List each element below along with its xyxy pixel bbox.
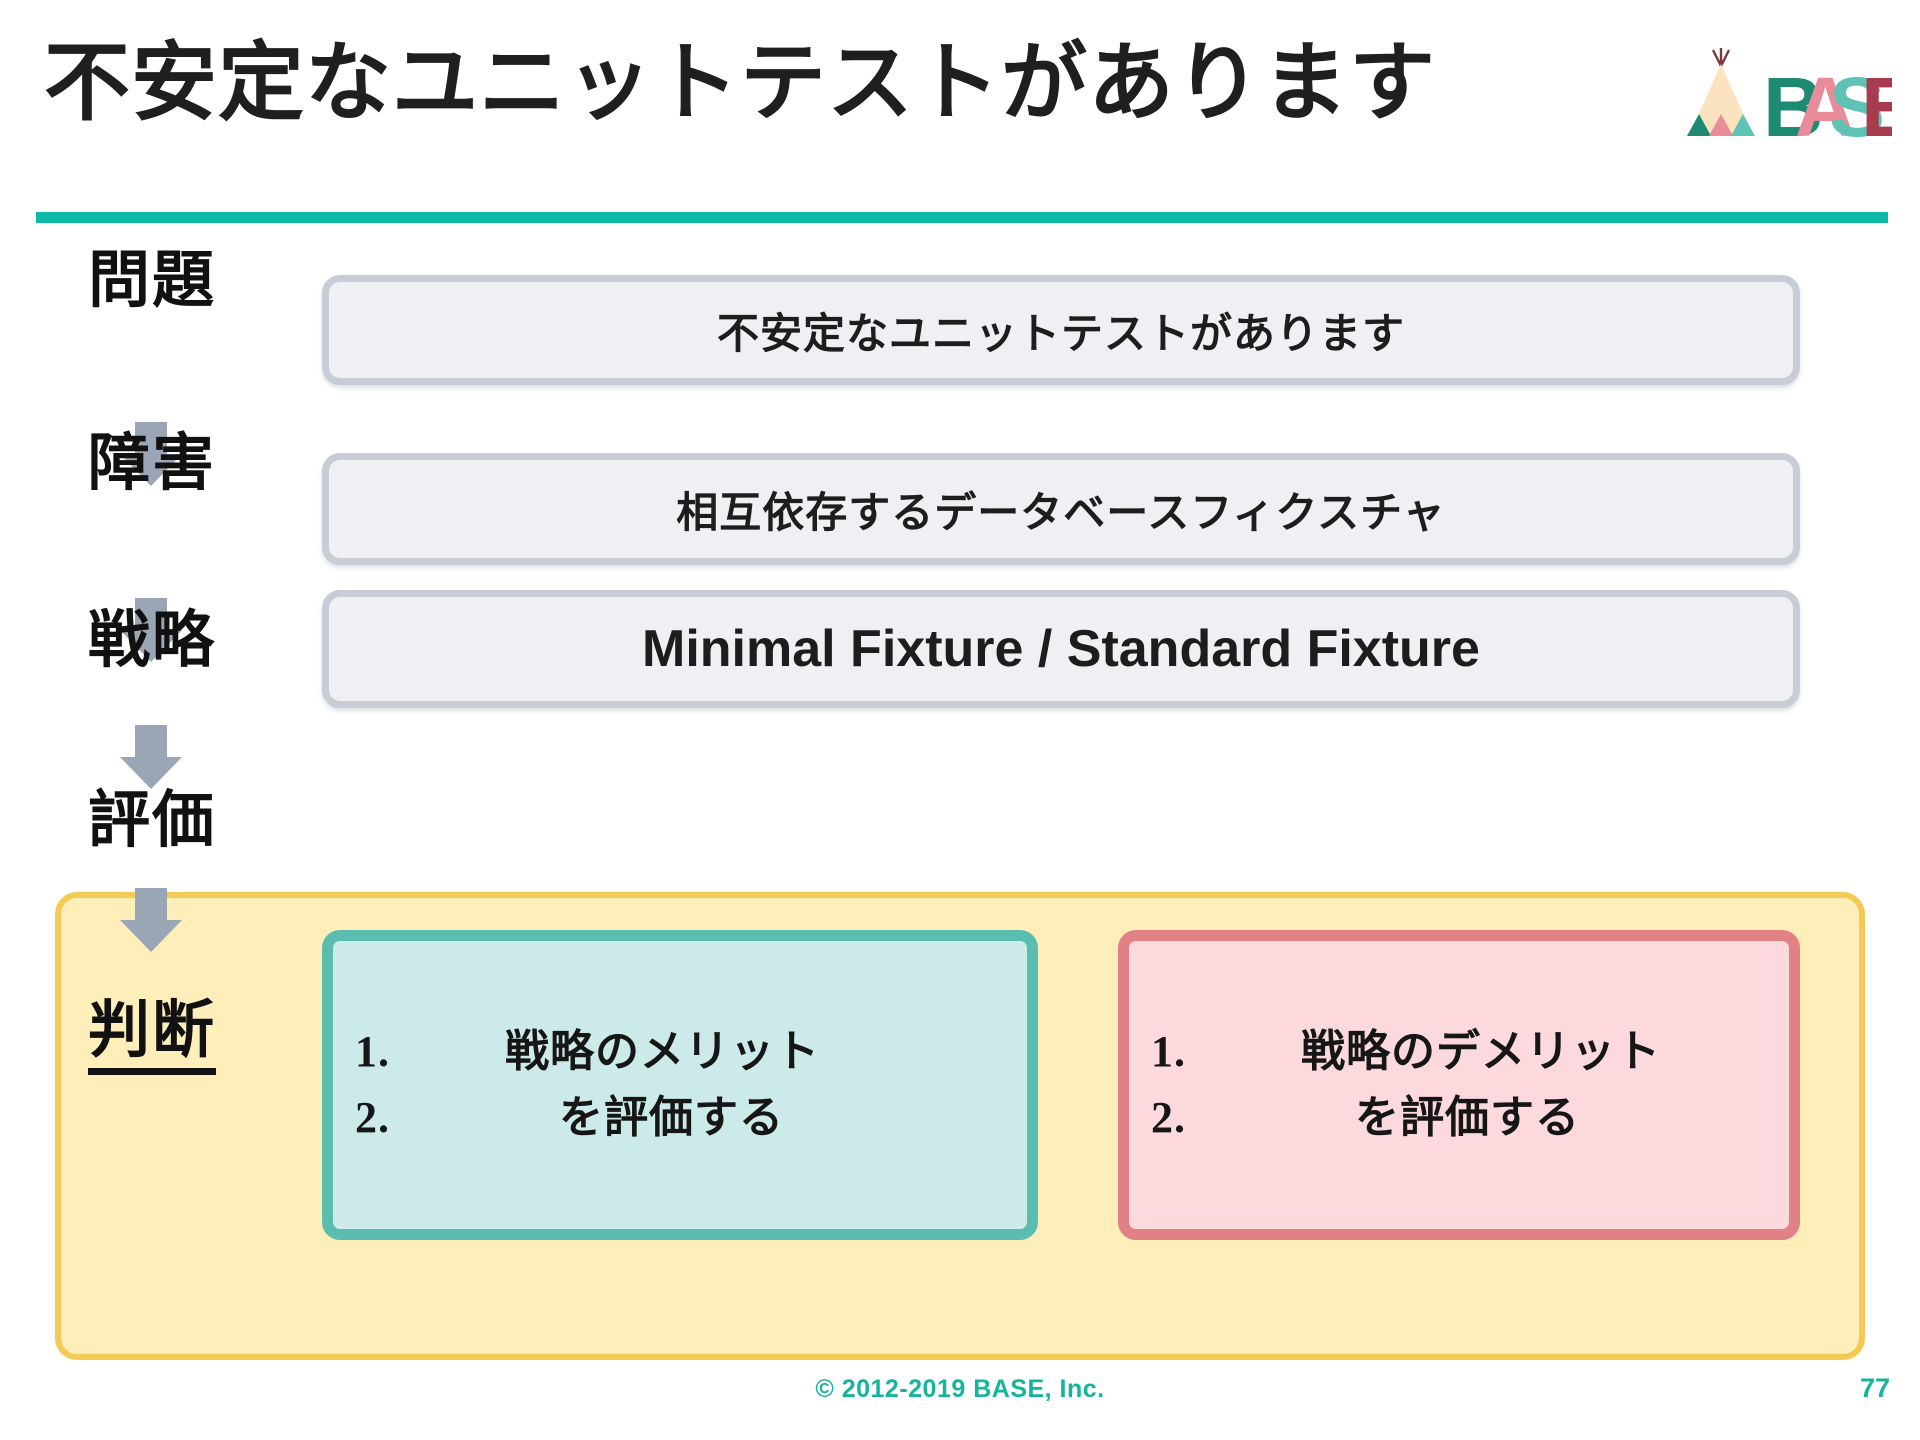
merit-item-2-number: 2. (355, 1093, 390, 1142)
flow-label-decision: 判断 (88, 1000, 217, 1075)
demerit-list: 1. 戦略のデメリット 2. を評価する (1129, 1019, 1789, 1151)
arrow-shaft (135, 725, 167, 759)
flow-box-obstacle-text: 相互依存するデータベースフィクスチャ (676, 488, 1446, 536)
page-number: 77 (1859, 1373, 1890, 1403)
footer-copyright: © 2012-2019 BASE, Inc. (815, 1375, 1105, 1403)
demerit-item-1-number: 1. (1151, 1027, 1186, 1076)
arrow-head (120, 630, 182, 662)
flow-label-evaluation: 評価 (88, 786, 217, 855)
arrow-down-icon-3 (120, 725, 182, 789)
tent-triangle-left-icon (1687, 114, 1711, 136)
logo-letter-s: S (1829, 60, 1885, 140)
flow-box-strategy: Minimal Fixture / Standard Fixture (322, 590, 1800, 708)
list-item: 1. 戦略のメリット (355, 1019, 1005, 1085)
arrow-head (120, 757, 182, 789)
merit-item-1-number: 1. (355, 1027, 390, 1076)
base-logo-svg: B A S E (1687, 48, 1892, 140)
demerit-card: 1. 戦略のデメリット 2. を評価する (1118, 930, 1800, 1240)
list-item: 2. を評価する (1151, 1085, 1767, 1151)
arrow-shaft (135, 888, 167, 922)
flow-label-problem: 問題 (88, 246, 217, 315)
arrow-head (120, 920, 182, 952)
arrow-head (120, 454, 182, 486)
logo-letter-a: A (1795, 60, 1856, 140)
flow-label-obstacle: 障害 (88, 429, 217, 498)
demerit-item-2-number: 2. (1151, 1093, 1186, 1142)
tent-pole-icon (1711, 48, 1731, 67)
arrow-down-icon-2 (120, 598, 182, 662)
merit-list: 1. 戦略のメリット 2. を評価する (333, 1019, 1027, 1151)
title-divider (36, 212, 1888, 223)
logo-letter-e: E (1861, 60, 1892, 140)
logo-letter-b: B (1763, 60, 1824, 140)
merit-item-1-text: 戦略のメリット (505, 1027, 820, 1076)
page-title: 不安定なユニットテストがあります (44, 35, 1436, 131)
demerit-item-2-text: を評価する (1355, 1093, 1580, 1142)
arrow-down-icon-4 (120, 888, 182, 952)
slide-header: 不安定なユニットテストがあります B A S E (0, 0, 1920, 223)
flow-box-problem: 不安定なユニットテストがあります (322, 275, 1800, 385)
demerit-item-1-text: 戦略のデメリット (1301, 1027, 1661, 1076)
tent-body-icon (1689, 64, 1753, 136)
arrow-down-icon-1 (120, 422, 182, 486)
flow-box-obstacle: 相互依存するデータベースフィクスチャ (322, 453, 1800, 565)
merit-card: 1. 戦略のメリット 2. を評価する (322, 930, 1038, 1240)
flow-box-problem-text: 不安定なユニットテストがあります (716, 309, 1405, 357)
tent-triangle-right-icon (1731, 114, 1755, 136)
list-item: 2. を評価する (355, 1085, 1005, 1151)
list-item: 1. 戦略のデメリット (1151, 1019, 1767, 1085)
arrow-shaft (135, 422, 167, 456)
flow-box-strategy-text: Minimal Fixture / Standard Fixture (642, 620, 1480, 678)
merit-item-2-text: を評価する (559, 1093, 784, 1142)
arrow-shaft (135, 598, 167, 632)
flow-label-strategy: 戦略 (88, 606, 217, 675)
tent-triangle-middle-icon (1709, 114, 1733, 136)
base-logo: B A S E (1677, 40, 1892, 140)
